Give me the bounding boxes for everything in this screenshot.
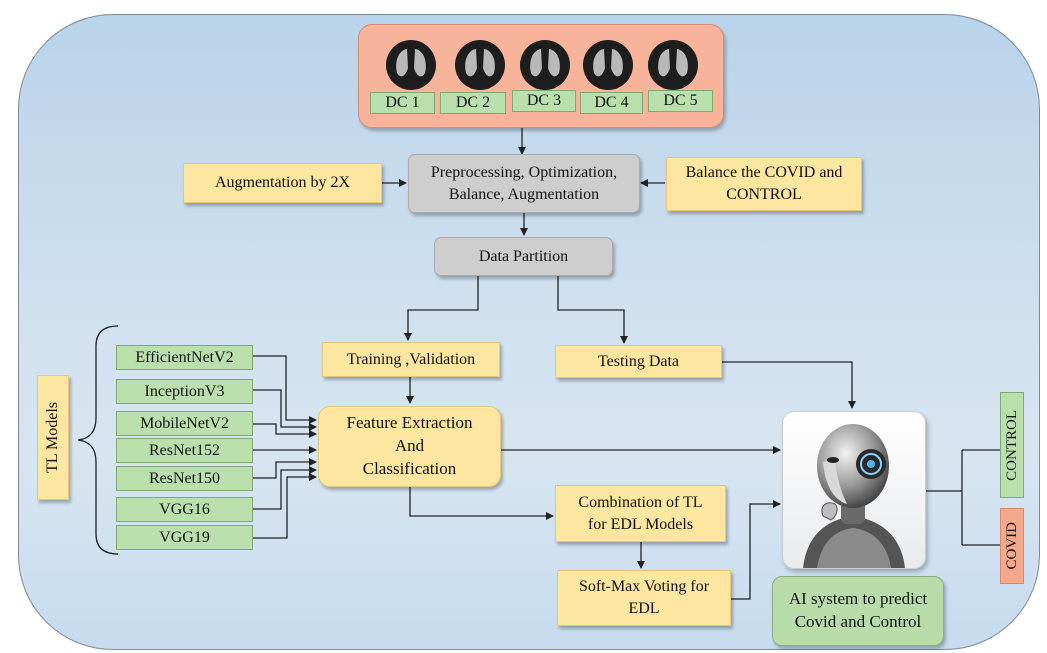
- feature-line3: Classification: [362, 458, 457, 478]
- model-mobilenetv2: MobileNetV2: [116, 411, 253, 436]
- lung-scan-icon: [583, 40, 633, 90]
- ai-caption-line1: AI system to predict: [788, 589, 928, 609]
- model-vgg16: VGG16: [116, 497, 253, 522]
- model-inceptionv3: InceptionV3: [116, 379, 253, 404]
- softmax-line2: EDL: [628, 600, 660, 617]
- softmax-line1: Soft-Max Voting for: [578, 578, 710, 596]
- dataset-dc1: DC 1: [370, 92, 435, 114]
- data-partition-box: Data Partition: [434, 237, 613, 276]
- feature-line2: And: [394, 436, 425, 456]
- feature-extraction-box: Feature Extraction And Classification: [318, 406, 501, 487]
- ai-system-panel: [782, 411, 926, 569]
- combination-line2: for EDL Models: [587, 515, 694, 533]
- output-covid-text: COVID: [1003, 522, 1020, 570]
- model-efficientnetv2: EfficientNetV2: [116, 345, 253, 370]
- balance-line1: Balance the COVID and: [685, 164, 843, 182]
- balance-box: Balance the COVID and CONTROL: [666, 157, 862, 211]
- output-covid: COVID: [1000, 508, 1024, 584]
- preprocessing-box: Preprocessing, Optimization, Balance, Au…: [408, 154, 640, 213]
- training-validation-box: Training ,Validation: [322, 342, 500, 377]
- lung-scan-icon: [455, 40, 505, 90]
- lung-scan-icon: [648, 40, 698, 90]
- testing-data-box: Testing Data: [555, 345, 722, 378]
- robot-head-icon: [803, 424, 905, 568]
- model-resnet150: ResNet150: [116, 466, 253, 491]
- ai-caption-line2: Covid and Control: [794, 612, 922, 631]
- tl-models-text: TL Models: [44, 402, 62, 473]
- preprocessing-line2: Balance, Augmentation: [448, 185, 600, 203]
- lung-scan-icon: [520, 40, 570, 90]
- lung-scan-icon: [386, 40, 436, 90]
- lung-ct-images: [386, 40, 698, 90]
- dataset-dc5: DC 5: [648, 90, 713, 112]
- combination-line1: Combination of TL: [578, 493, 703, 511]
- model-vgg19: VGG19: [116, 525, 253, 550]
- softmax-voting-box: Soft-Max Voting for EDL: [557, 570, 731, 626]
- preprocessing-line1: Preprocessing, Optimization,: [430, 163, 618, 181]
- dataset-dc2: DC 2: [440, 92, 506, 114]
- tl-models-label: TL Models: [37, 375, 69, 500]
- combination-box: Combination of TL for EDL Models: [555, 485, 726, 542]
- ai-system-caption: AI system to predict Covid and Control: [772, 576, 944, 646]
- augmentation-box: Augmentation by 2X: [183, 163, 382, 203]
- output-control: CONTROL: [1000, 392, 1024, 498]
- balance-line2: CONTROL: [726, 186, 802, 203]
- feature-line1: Feature Extraction: [346, 413, 473, 433]
- dataset-dc4: DC 4: [580, 92, 643, 114]
- model-resnet152: ResNet152: [116, 438, 253, 463]
- output-control-text: CONTROL: [1003, 409, 1020, 481]
- dataset-dc3: DC 3: [512, 90, 576, 112]
